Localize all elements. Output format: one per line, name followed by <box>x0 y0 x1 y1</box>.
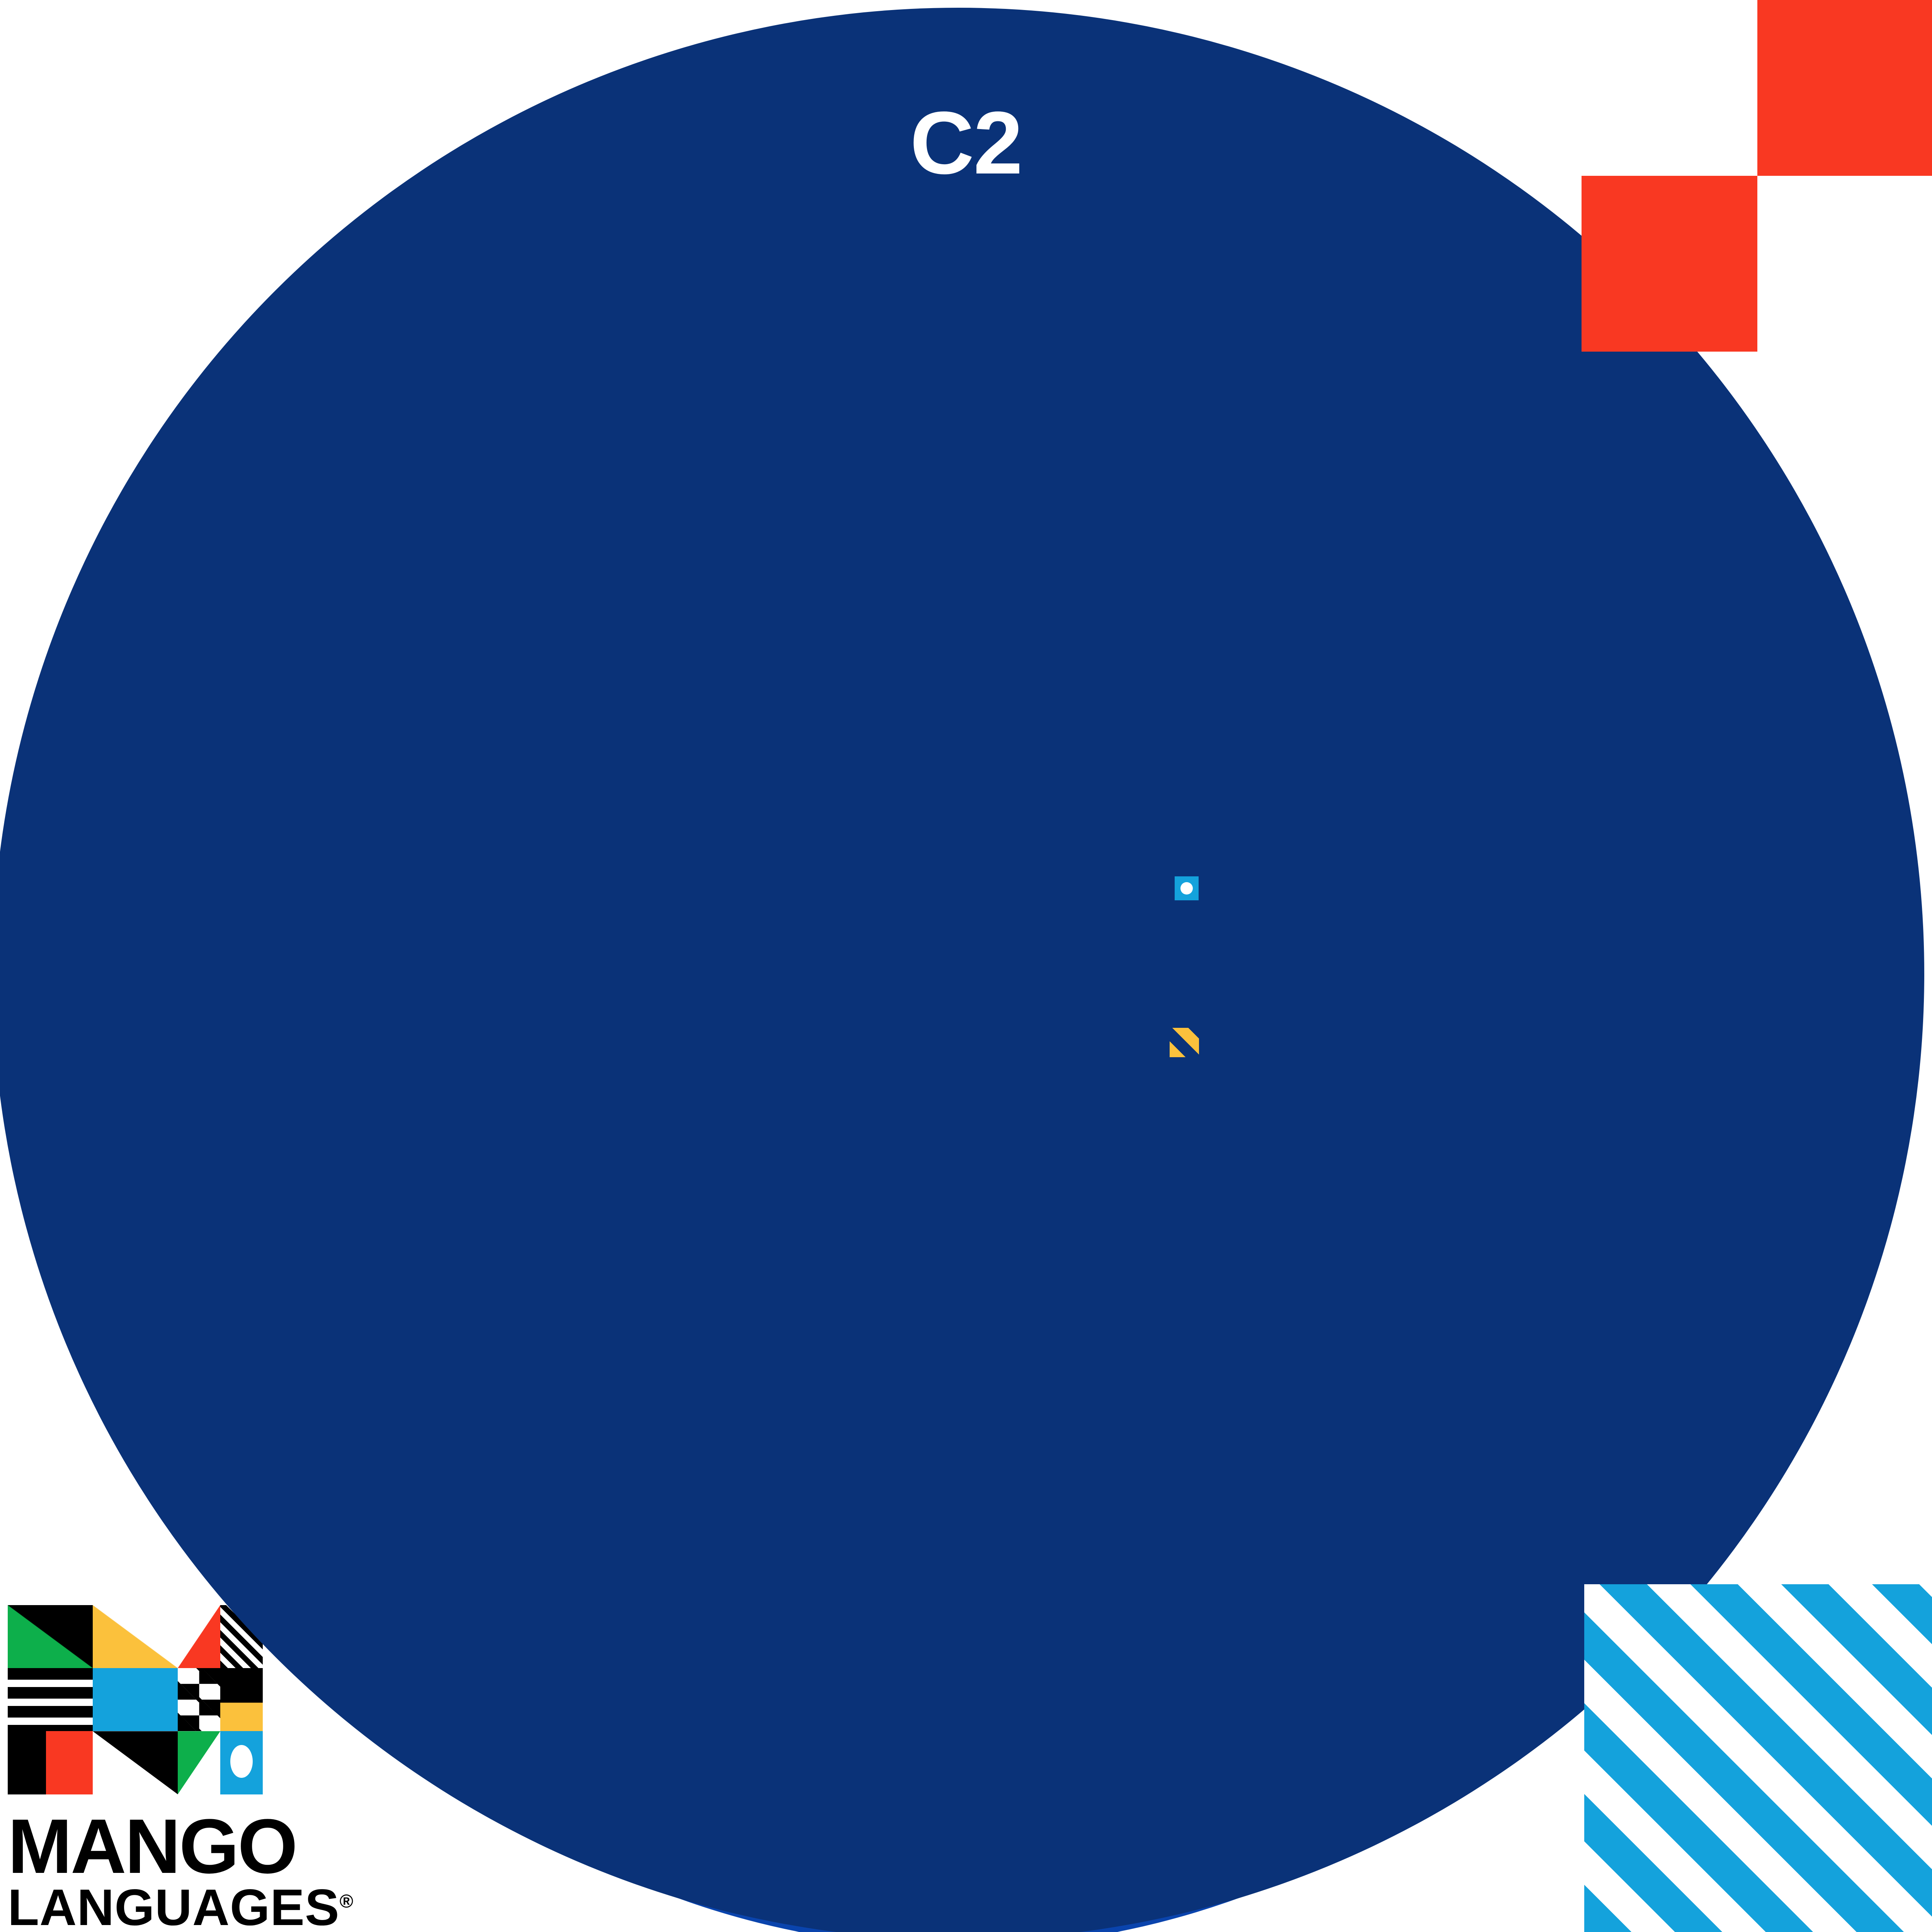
logo-cyan-dot-cell <box>220 1731 263 1794</box>
mango-logo-wordmark: MANGO LANGUAGES® <box>8 1803 354 1932</box>
yellow-diagonal-tile-icon <box>1170 1028 1199 1057</box>
logo-cell-yellow-triangle <box>93 1605 178 1668</box>
logo-cell-checker-and-yellow <box>178 1668 263 1731</box>
logo-red-triangle <box>178 1605 220 1668</box>
logo-cell-cyan <box>93 1668 178 1731</box>
logo-cell-green-black-triangle <box>8 1605 93 1668</box>
logo-black-yellow-split <box>220 1668 263 1731</box>
logo-cell-black-red <box>8 1731 93 1794</box>
logo-cell-horizontal-bars <box>8 1668 93 1731</box>
red-square-lower-left <box>1582 176 1757 352</box>
wordmark-mango: MANGO <box>8 1803 298 1889</box>
logo-checker <box>178 1668 220 1731</box>
mango-logo-mark-icon <box>8 1605 263 1794</box>
cyan-diagonal-stripes-decoration <box>1584 1584 1932 1932</box>
cyan-dot-tile-dot-icon <box>1180 882 1193 895</box>
mango-languages-logo[interactable]: MANGO LANGUAGES® <box>8 1605 354 1932</box>
wordmark-languages: LANGUAGES® <box>8 1879 354 1932</box>
logo-white-dot-icon <box>230 1745 253 1778</box>
registered-mark-icon: ® <box>339 1891 354 1912</box>
cyan-dot-tile-icon <box>1175 876 1199 900</box>
level-label-c2: C2 <box>910 93 1023 192</box>
red-square-top-right <box>1757 0 1932 176</box>
